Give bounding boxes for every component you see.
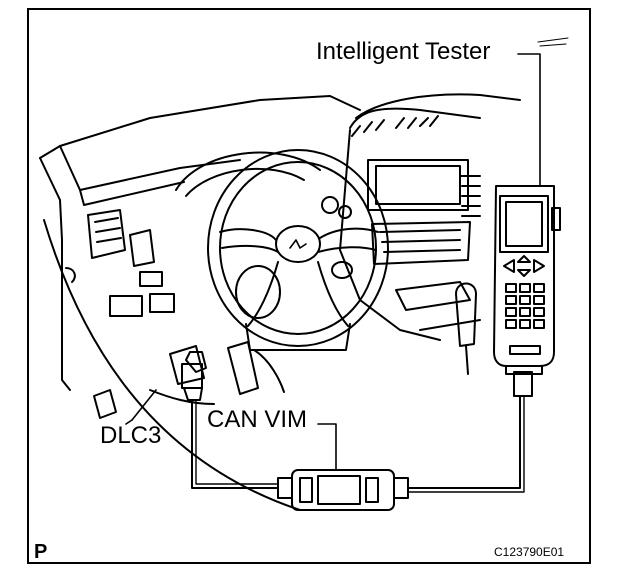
label-dlc3: DLC3 bbox=[100, 422, 162, 449]
dlc3-connector bbox=[125, 351, 207, 425]
cable-dlc3-to-vim-inner bbox=[195, 399, 279, 485]
figure-border bbox=[27, 8, 591, 564]
cable-vim-to-tester bbox=[407, 395, 521, 489]
tester-device bbox=[493, 53, 561, 397]
steering-wheel bbox=[207, 149, 389, 351]
label-can-vim: CAN VIM bbox=[207, 406, 308, 433]
corner-scribble bbox=[537, 37, 569, 47]
can-vim-box bbox=[277, 423, 409, 511]
figure-code: C123790E01 bbox=[494, 545, 565, 559]
cable-dlc3-to-vim bbox=[191, 399, 279, 489]
cable-vim-to-tester-inner bbox=[407, 395, 525, 493]
page-mark: P bbox=[34, 541, 48, 563]
pedals bbox=[93, 341, 285, 419]
dashboard bbox=[39, 93, 521, 511]
label-intelligent-tester: Intelligent Tester bbox=[316, 38, 491, 65]
